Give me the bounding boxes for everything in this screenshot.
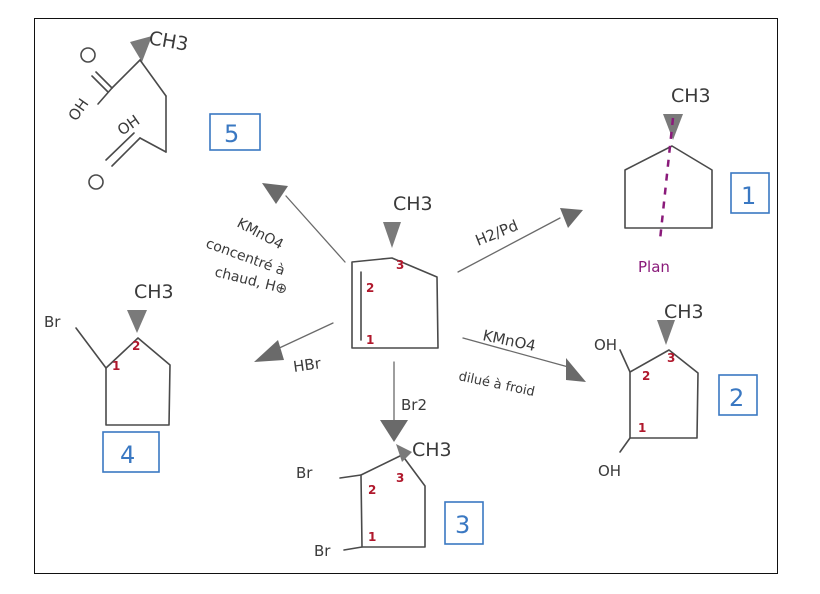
wedge-bond-icon xyxy=(383,222,401,248)
product-3-br-bottom: Br xyxy=(314,542,331,560)
wedge-bond-icon xyxy=(657,320,675,345)
product-3-br-top: Br xyxy=(296,464,313,482)
arrow-hydrobromination: HBr xyxy=(254,322,334,376)
product-2: CH3 OH OH 3 2 1 2 xyxy=(594,301,758,480)
product-5-ch3-label: CH3 xyxy=(147,27,190,56)
product-5-oh-bottom: OH xyxy=(114,111,143,139)
reactant-ch3-label: CH3 xyxy=(393,193,433,215)
carbon-number-1: 1 xyxy=(112,359,120,373)
arrow-hydrogenation: H2/Pd xyxy=(457,208,583,273)
condition-dilute-cold: dilué à froid xyxy=(457,369,536,400)
wedge-bond-icon xyxy=(130,36,152,62)
carbon-number-2: 2 xyxy=(132,339,140,353)
product-4-br: Br xyxy=(44,313,61,331)
carbon-number-3: 3 xyxy=(396,258,404,272)
arrow-oxidative-cleavage: KMnO4 concentré à chaud, H⊕ xyxy=(204,183,346,298)
product-1-box xyxy=(730,172,770,214)
product-2-oh-top: OH xyxy=(594,336,617,354)
arrowhead-icon xyxy=(262,183,288,204)
diagram-frame xyxy=(34,18,778,574)
wedge-bond-icon xyxy=(396,444,412,462)
product-1: CH3 Plan 1 xyxy=(624,85,770,276)
reagent-h2-pd: H2/Pd xyxy=(473,216,521,249)
product-5-box xyxy=(209,113,261,151)
arrowhead-icon xyxy=(566,358,586,382)
carbon-number-3: 3 xyxy=(396,471,404,485)
product-2-oh-bottom: OH xyxy=(598,462,621,480)
plane-label: Plan xyxy=(638,258,670,276)
product-3-ch3-label: CH3 xyxy=(412,439,452,461)
product-2-ch3-label: CH3 xyxy=(664,301,704,323)
product-5-oh-top: OH xyxy=(65,95,93,124)
wedge-bond-icon xyxy=(127,310,147,333)
product-1-number: 1 xyxy=(741,182,756,210)
carbon-number-3: 3 xyxy=(667,351,675,365)
reactant-molecule: CH3 3 2 1 xyxy=(351,193,439,349)
product-3-box xyxy=(444,501,484,545)
arrow-dihydroxylation: KMnO4 dilué à froid xyxy=(457,326,586,400)
carbon-number-1: 1 xyxy=(366,333,374,347)
carbon-number-2: 2 xyxy=(366,281,374,295)
symmetry-plane-line xyxy=(658,117,675,241)
product-3-number: 3 xyxy=(455,511,470,539)
product-5: CH3 OH OH 5 xyxy=(65,27,261,190)
wedge-bond-icon xyxy=(663,114,683,140)
arrowhead-icon xyxy=(254,340,284,362)
product-4-box xyxy=(102,431,160,473)
product-2-box xyxy=(718,374,758,416)
reagent-br2: Br2 xyxy=(401,396,427,414)
carbon-number-2: 2 xyxy=(368,483,376,497)
product-3: CH3 Br Br 3 2 1 3 xyxy=(296,439,484,560)
carbon-number-1: 1 xyxy=(368,530,376,544)
product-4: CH3 Br 2 1 4 xyxy=(44,281,174,473)
arrowhead-icon xyxy=(560,208,583,228)
arrowhead-icon xyxy=(380,420,408,442)
product-2-number: 2 xyxy=(729,384,744,412)
carbon-number-1: 1 xyxy=(638,421,646,435)
carbon-number-2: 2 xyxy=(642,369,650,383)
product-4-ch3-label: CH3 xyxy=(134,281,174,303)
reagent-hbr: HBr xyxy=(292,354,323,376)
product-1-ch3-label: CH3 xyxy=(671,85,711,107)
arrow-bromination: Br2 xyxy=(380,361,427,442)
product-5-number: 5 xyxy=(224,120,239,148)
product-4-number: 4 xyxy=(120,441,135,469)
